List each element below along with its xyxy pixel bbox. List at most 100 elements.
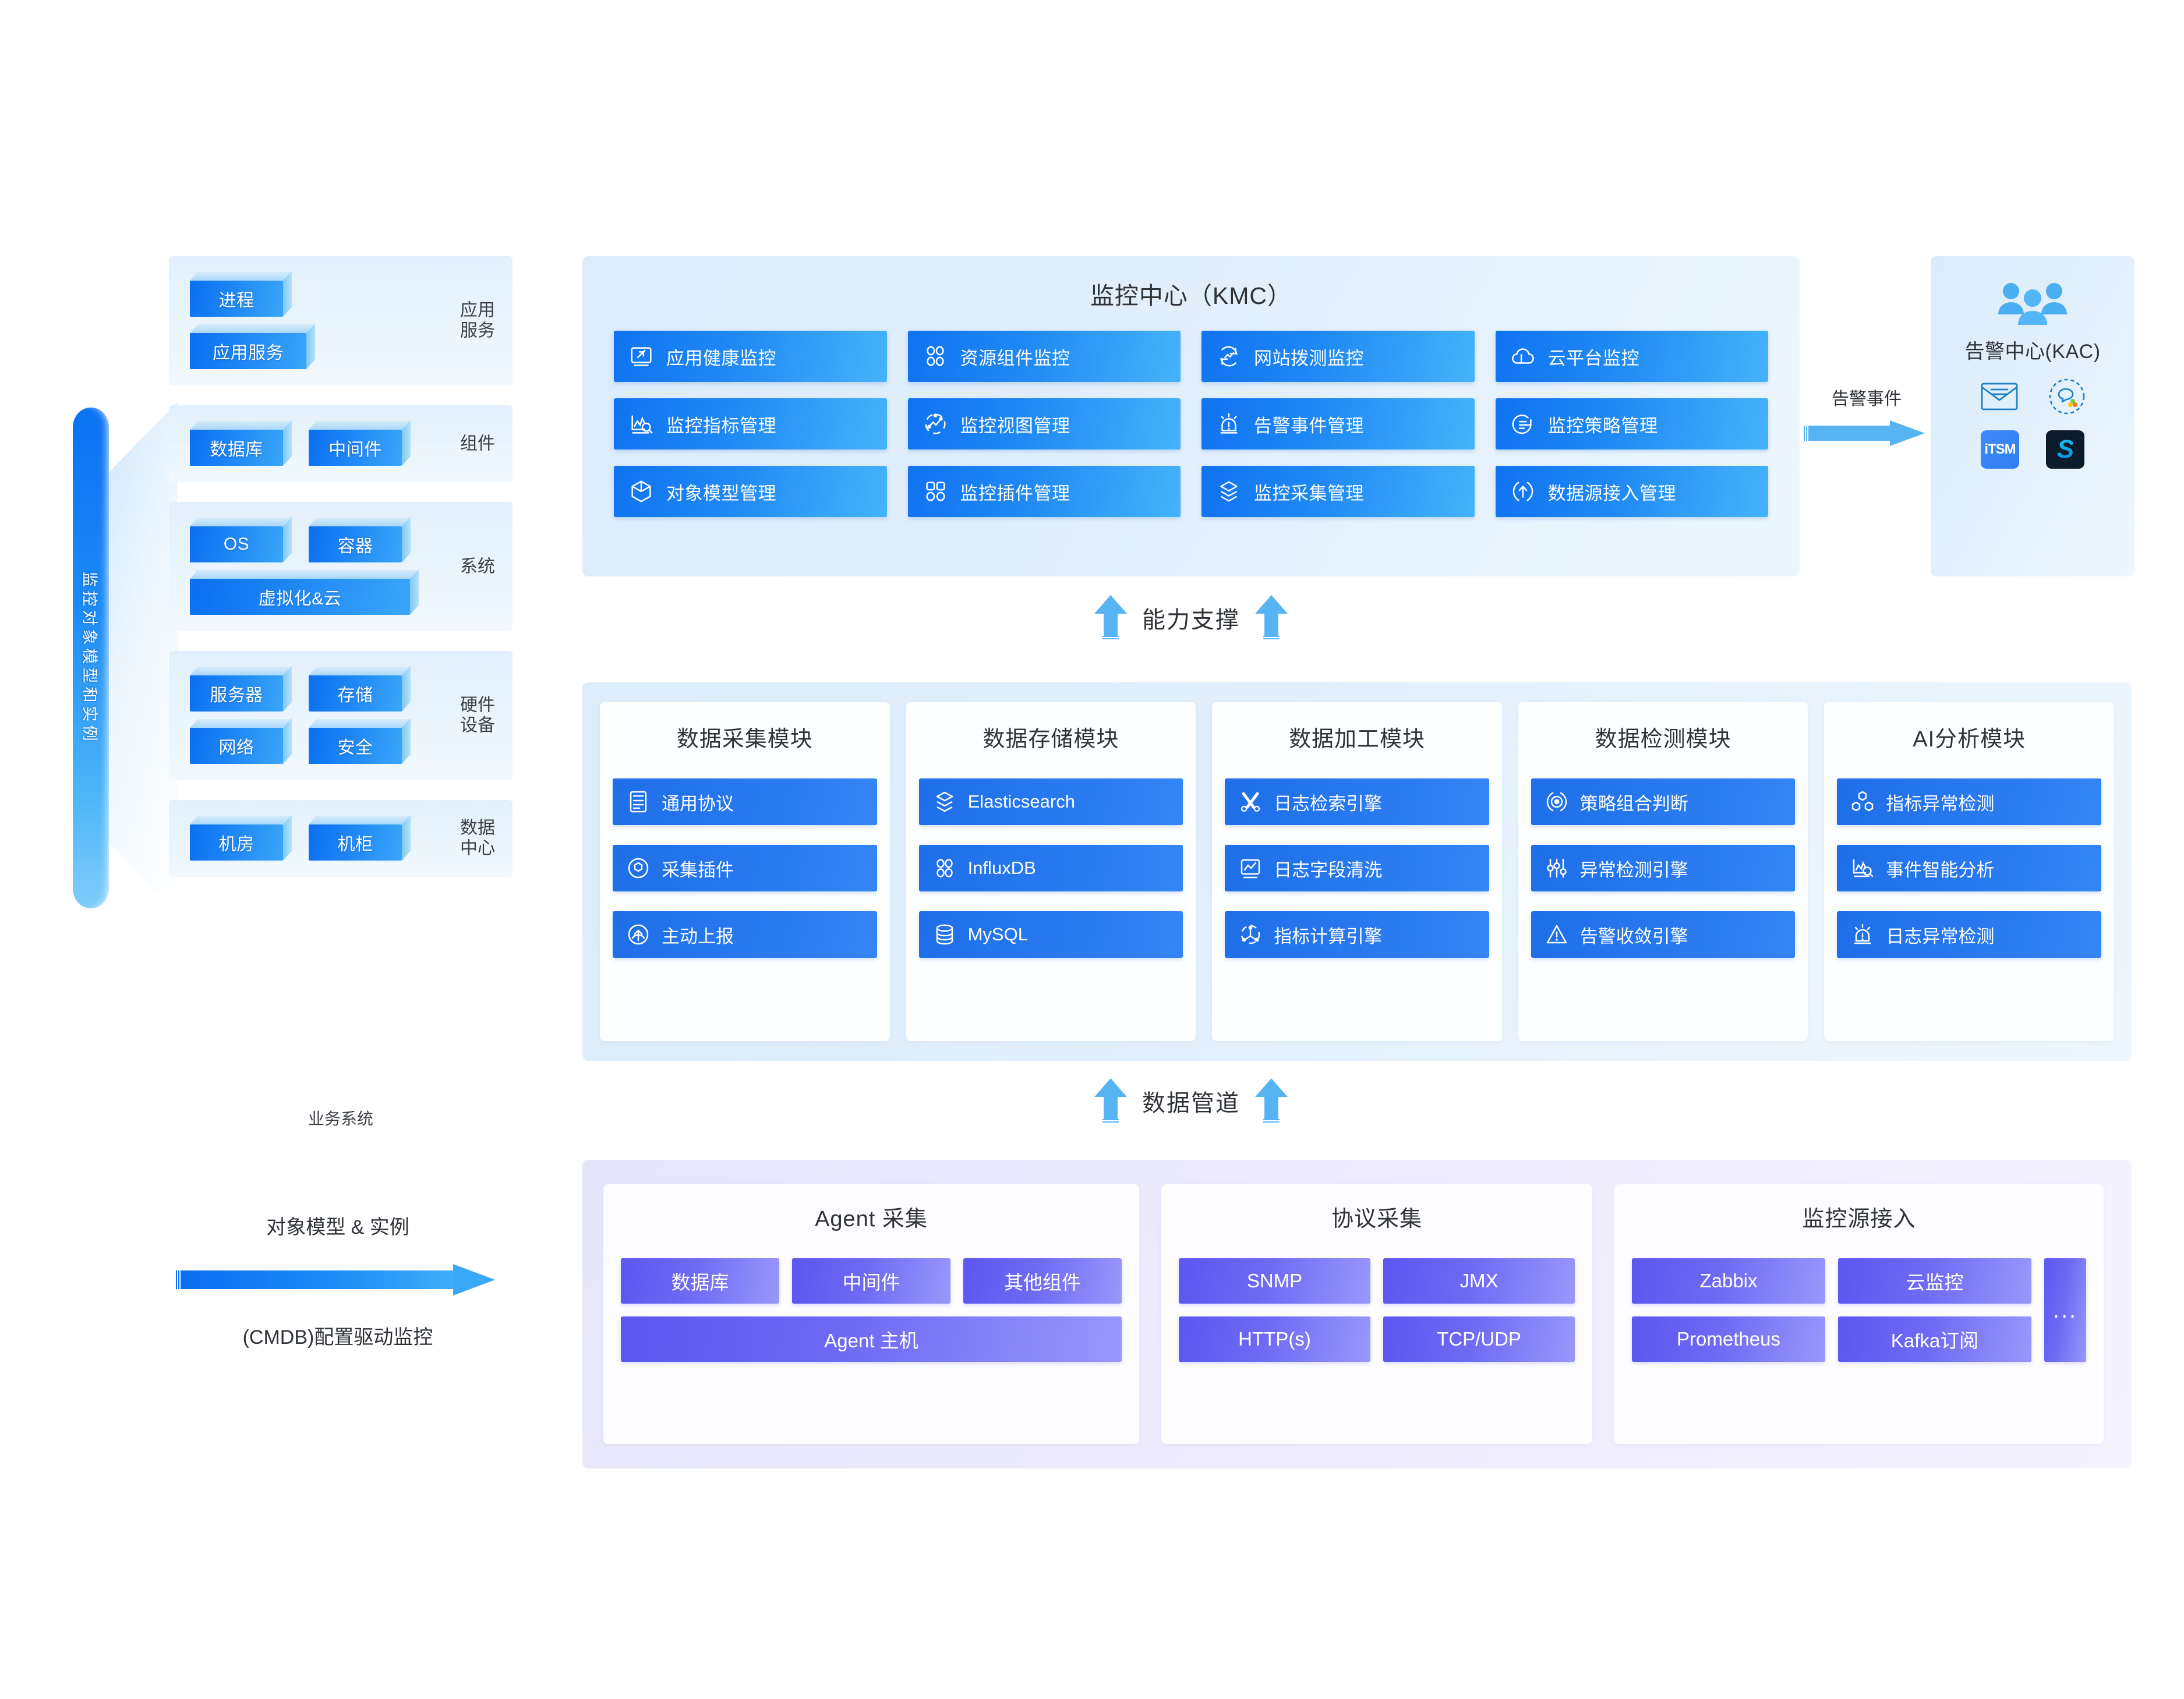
object-chip-security[interactable]: 安全 <box>309 728 402 764</box>
platform-modules-panel: 数据采集模块 通用协议 采集插件 <box>582 682 2132 1061</box>
upload-circle-icon <box>1512 482 1533 501</box>
website-probe-icon <box>1220 346 1238 367</box>
module-item-log-anomaly-detection[interactable]: 日志异常检测 <box>1837 911 2101 958</box>
arrow-right-icon <box>176 1264 495 1296</box>
source-row-1: Zabbix 云监控 <box>1632 1258 2031 1304</box>
object-chip-os[interactable]: OS <box>190 526 283 562</box>
object-group-datacenter: 机房 机柜 数据 中心 <box>169 800 513 877</box>
object-chip-network[interactable]: 网络 <box>190 728 283 764</box>
module-item-general-protocol[interactable]: 通用协议 <box>613 778 877 825</box>
object-chip-rack[interactable]: 机柜 <box>309 824 402 861</box>
data-pipeline-label: 数据管道 <box>1142 1091 1240 1116</box>
agent-component-database[interactable]: 数据库 <box>621 1258 779 1304</box>
protocol-snmp[interactable]: SNMP <box>1179 1258 1370 1304</box>
alarm-center-title: 告警中心(KAC) <box>1964 341 2101 363</box>
object-chip-process[interactable]: 进程 <box>190 281 283 317</box>
module-item-policy-combination[interactable]: 策略组合判断 <box>1531 778 1796 825</box>
kmc-button-label: 对象模型管理 <box>666 483 776 504</box>
object-chip-storage[interactable]: 存储 <box>309 675 402 712</box>
kmc-button-label: 应用健康监控 <box>666 348 776 369</box>
module-item-elasticsearch[interactable]: Elasticsearch <box>918 778 1183 825</box>
protocol-https[interactable]: HTTP(s) <box>1179 1316 1370 1362</box>
kmc-button-view-management[interactable]: 监控视图管理 <box>907 398 1181 449</box>
alarm-event-label: 告警事件 <box>1832 390 1902 409</box>
source-kafka-subscription[interactable]: Kafka订阅 <box>1838 1316 2031 1362</box>
kmc-button-alarm-event-management[interactable]: 告警事件管理 <box>1201 398 1475 449</box>
kmc-button-cloud-platform-monitoring[interactable]: 云平台监控 <box>1495 331 1768 382</box>
protocol-jmx[interactable]: JMX <box>1383 1258 1575 1304</box>
source-zabbix[interactable]: Zabbix <box>1632 1258 1825 1304</box>
module-item-metric-compute-engine[interactable]: 指标计算引擎 <box>1225 911 1489 958</box>
module-card-data-storage: 数据存储模块 Elasticsearch InfluxDB <box>906 702 1196 1041</box>
capability-support-label: 能力支撑 <box>1142 607 1240 633</box>
kmc-button-website-probe-monitoring[interactable]: 网站拨测监控 <box>1201 331 1475 382</box>
module-item-label: 采集插件 <box>662 859 734 880</box>
object-chip-middleware[interactable]: 中间件 <box>309 430 402 466</box>
arrow-up-icon <box>1255 1078 1288 1124</box>
source-more-button[interactable]: ... <box>2044 1258 2086 1362</box>
module-item-label: 异常检测引擎 <box>1579 859 1688 880</box>
kmc-button-collection-management[interactable]: 监控采集管理 <box>1201 466 1475 517</box>
module-item-log-search-engine[interactable]: 日志检索引擎 <box>1225 778 1489 825</box>
module-title: 数据采集模块 <box>676 727 813 752</box>
object-chip-database[interactable]: 数据库 <box>190 430 283 466</box>
cloud-icon <box>1511 348 1534 364</box>
source-prometheus[interactable]: Prometheus <box>1632 1316 1825 1362</box>
slack-badge[interactable]: S <box>2046 430 2084 469</box>
collection-card-title: 监控源接入 <box>1802 1207 1916 1231</box>
agent-component-other[interactable]: 其他组件 <box>963 1258 1122 1304</box>
kmc-button-metric-management[interactable]: 监控指标管理 <box>614 398 887 449</box>
cmdb-bar-label: 监控对象模型和实例 <box>80 571 98 745</box>
object-chip-app-service[interactable]: 应用服务 <box>190 333 306 369</box>
kmc-button-policy-management[interactable]: 监控策略管理 <box>1495 398 1768 449</box>
hex-cluster-icon <box>1852 791 1874 812</box>
kmc-button-object-model-management[interactable]: 对象模型管理 <box>614 466 887 517</box>
object-chip-virtualization-cloud[interactable]: 虚拟化&云 <box>190 579 410 615</box>
source-row-2: Prometheus Kafka订阅 <box>1632 1316 2031 1362</box>
module-item-alarm-convergence-engine[interactable]: 告警收敛引擎 <box>1531 911 1796 958</box>
module-item-event-intelligent-analysis[interactable]: 事件智能分析 <box>1837 845 2101 891</box>
module-item-anomaly-detection-engine[interactable]: 异常检测引擎 <box>1531 845 1796 891</box>
kmc-button-label: 云平台监控 <box>1547 348 1639 369</box>
cmdb-caption-top: 对象模型 & 实例 <box>266 1216 409 1238</box>
module-card-data-processing: 数据加工模块 日志检索引擎 日志字段清洗 <box>1212 702 1502 1041</box>
warning-triangle-icon <box>1546 925 1567 944</box>
module-item-active-report[interactable]: 主动上报 <box>613 911 877 958</box>
kmc-button-plugin-management[interactable]: 监控插件管理 <box>907 466 1181 517</box>
object-chip-machine-room[interactable]: 机房 <box>190 824 283 861</box>
mail-icon[interactable] <box>1978 379 2020 414</box>
module-card-data-detection: 数据检测模块 策略组合判断 异常检测引擎 <box>1518 702 1808 1041</box>
kac-channel-row-1 <box>1978 377 2087 416</box>
agent-component-middleware[interactable]: 中间件 <box>792 1258 950 1304</box>
source-cloud-monitor[interactable]: 云监控 <box>1838 1258 2031 1304</box>
object-chip-container[interactable]: 容器 <box>309 526 402 562</box>
alarm-bell-icon <box>1220 413 1238 434</box>
module-title: AI分析模块 <box>1913 727 2026 752</box>
itsm-badge[interactable]: iTSM <box>1981 430 2019 469</box>
kmc-button-datasource-management[interactable]: 数据源接入管理 <box>1495 466 1768 517</box>
module-item-collection-plugin[interactable]: 采集插件 <box>613 845 877 891</box>
kmc-button-resource-component-monitoring[interactable]: 资源组件监控 <box>907 331 1181 382</box>
module-item-influxdb[interactable]: InfluxDB <box>918 845 1183 891</box>
kmc-button-label: 资源组件监控 <box>960 348 1070 369</box>
cmdb-object-model-bar: 监控对象模型和实例 <box>73 408 109 908</box>
module-item-label: 策略组合判断 <box>1579 793 1688 814</box>
cube-icon <box>631 480 651 502</box>
module-item-log-field-cleaning[interactable]: 日志字段清洗 <box>1225 845 1489 891</box>
cmdb-caption-bottom: (CMDB)配置驱动监控 <box>242 1326 433 1348</box>
plugin-gear-icon <box>628 858 649 879</box>
kmc-button-app-health-monitoring[interactable]: 应用健康监控 <box>614 331 887 382</box>
module-item-mysql[interactable]: MySQL <box>918 911 1183 958</box>
capability-support-band: 能力支撑 <box>582 595 1800 640</box>
module-item-label: 指标计算引擎 <box>1274 926 1383 947</box>
object-chip-server[interactable]: 服务器 <box>190 675 283 712</box>
agent-host[interactable]: Agent 主机 <box>621 1316 1122 1362</box>
kmc-button-label: 监控策略管理 <box>1547 415 1658 436</box>
object-group-label-hardware: 硬件 设备 <box>460 695 495 735</box>
wechat-work-icon[interactable] <box>2047 377 2087 416</box>
kmc-feature-grid: 应用健康监控 资源组件监控 网站拨测监控 <box>582 311 1800 517</box>
module-card-data-collection: 数据采集模块 通用协议 采集插件 <box>600 702 890 1041</box>
module-item-metric-anomaly-detection[interactable]: 指标异常检测 <box>1837 778 2101 825</box>
protocol-tcp-udp[interactable]: TCP/UDP <box>1383 1316 1575 1362</box>
arrow-up-icon <box>1255 595 1288 640</box>
